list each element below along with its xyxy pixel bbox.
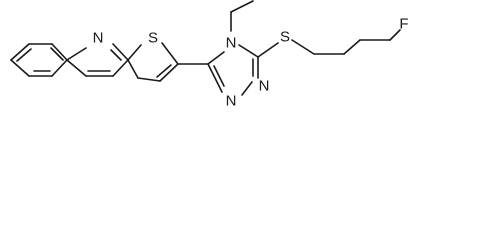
benzene-ring — [10, 43, 68, 77]
ethyl-group — [230, 0, 254, 32]
molecule-drawing: N S N N N S F — [10, 0, 409, 110]
thiophene-sulfur-label: S — [148, 30, 158, 47]
thiophene-ring — [127, 42, 179, 82]
pyridine-ring — [66, 43, 129, 77]
fluoropropylthio-chain — [257, 29, 401, 58]
triazole-n4-label: N — [226, 35, 237, 52]
triazole-n1-label: N — [226, 93, 237, 110]
triazole-ring — [207, 44, 259, 96]
quinoline-nitrogen-label: N — [93, 30, 104, 47]
fluorine-label: F — [399, 16, 408, 33]
thioether-sulfur-label: S — [280, 29, 290, 46]
chemical-structure-diagram: N S N N N S F — [10, 0, 409, 110]
triazole-n2-label: N — [259, 78, 270, 95]
